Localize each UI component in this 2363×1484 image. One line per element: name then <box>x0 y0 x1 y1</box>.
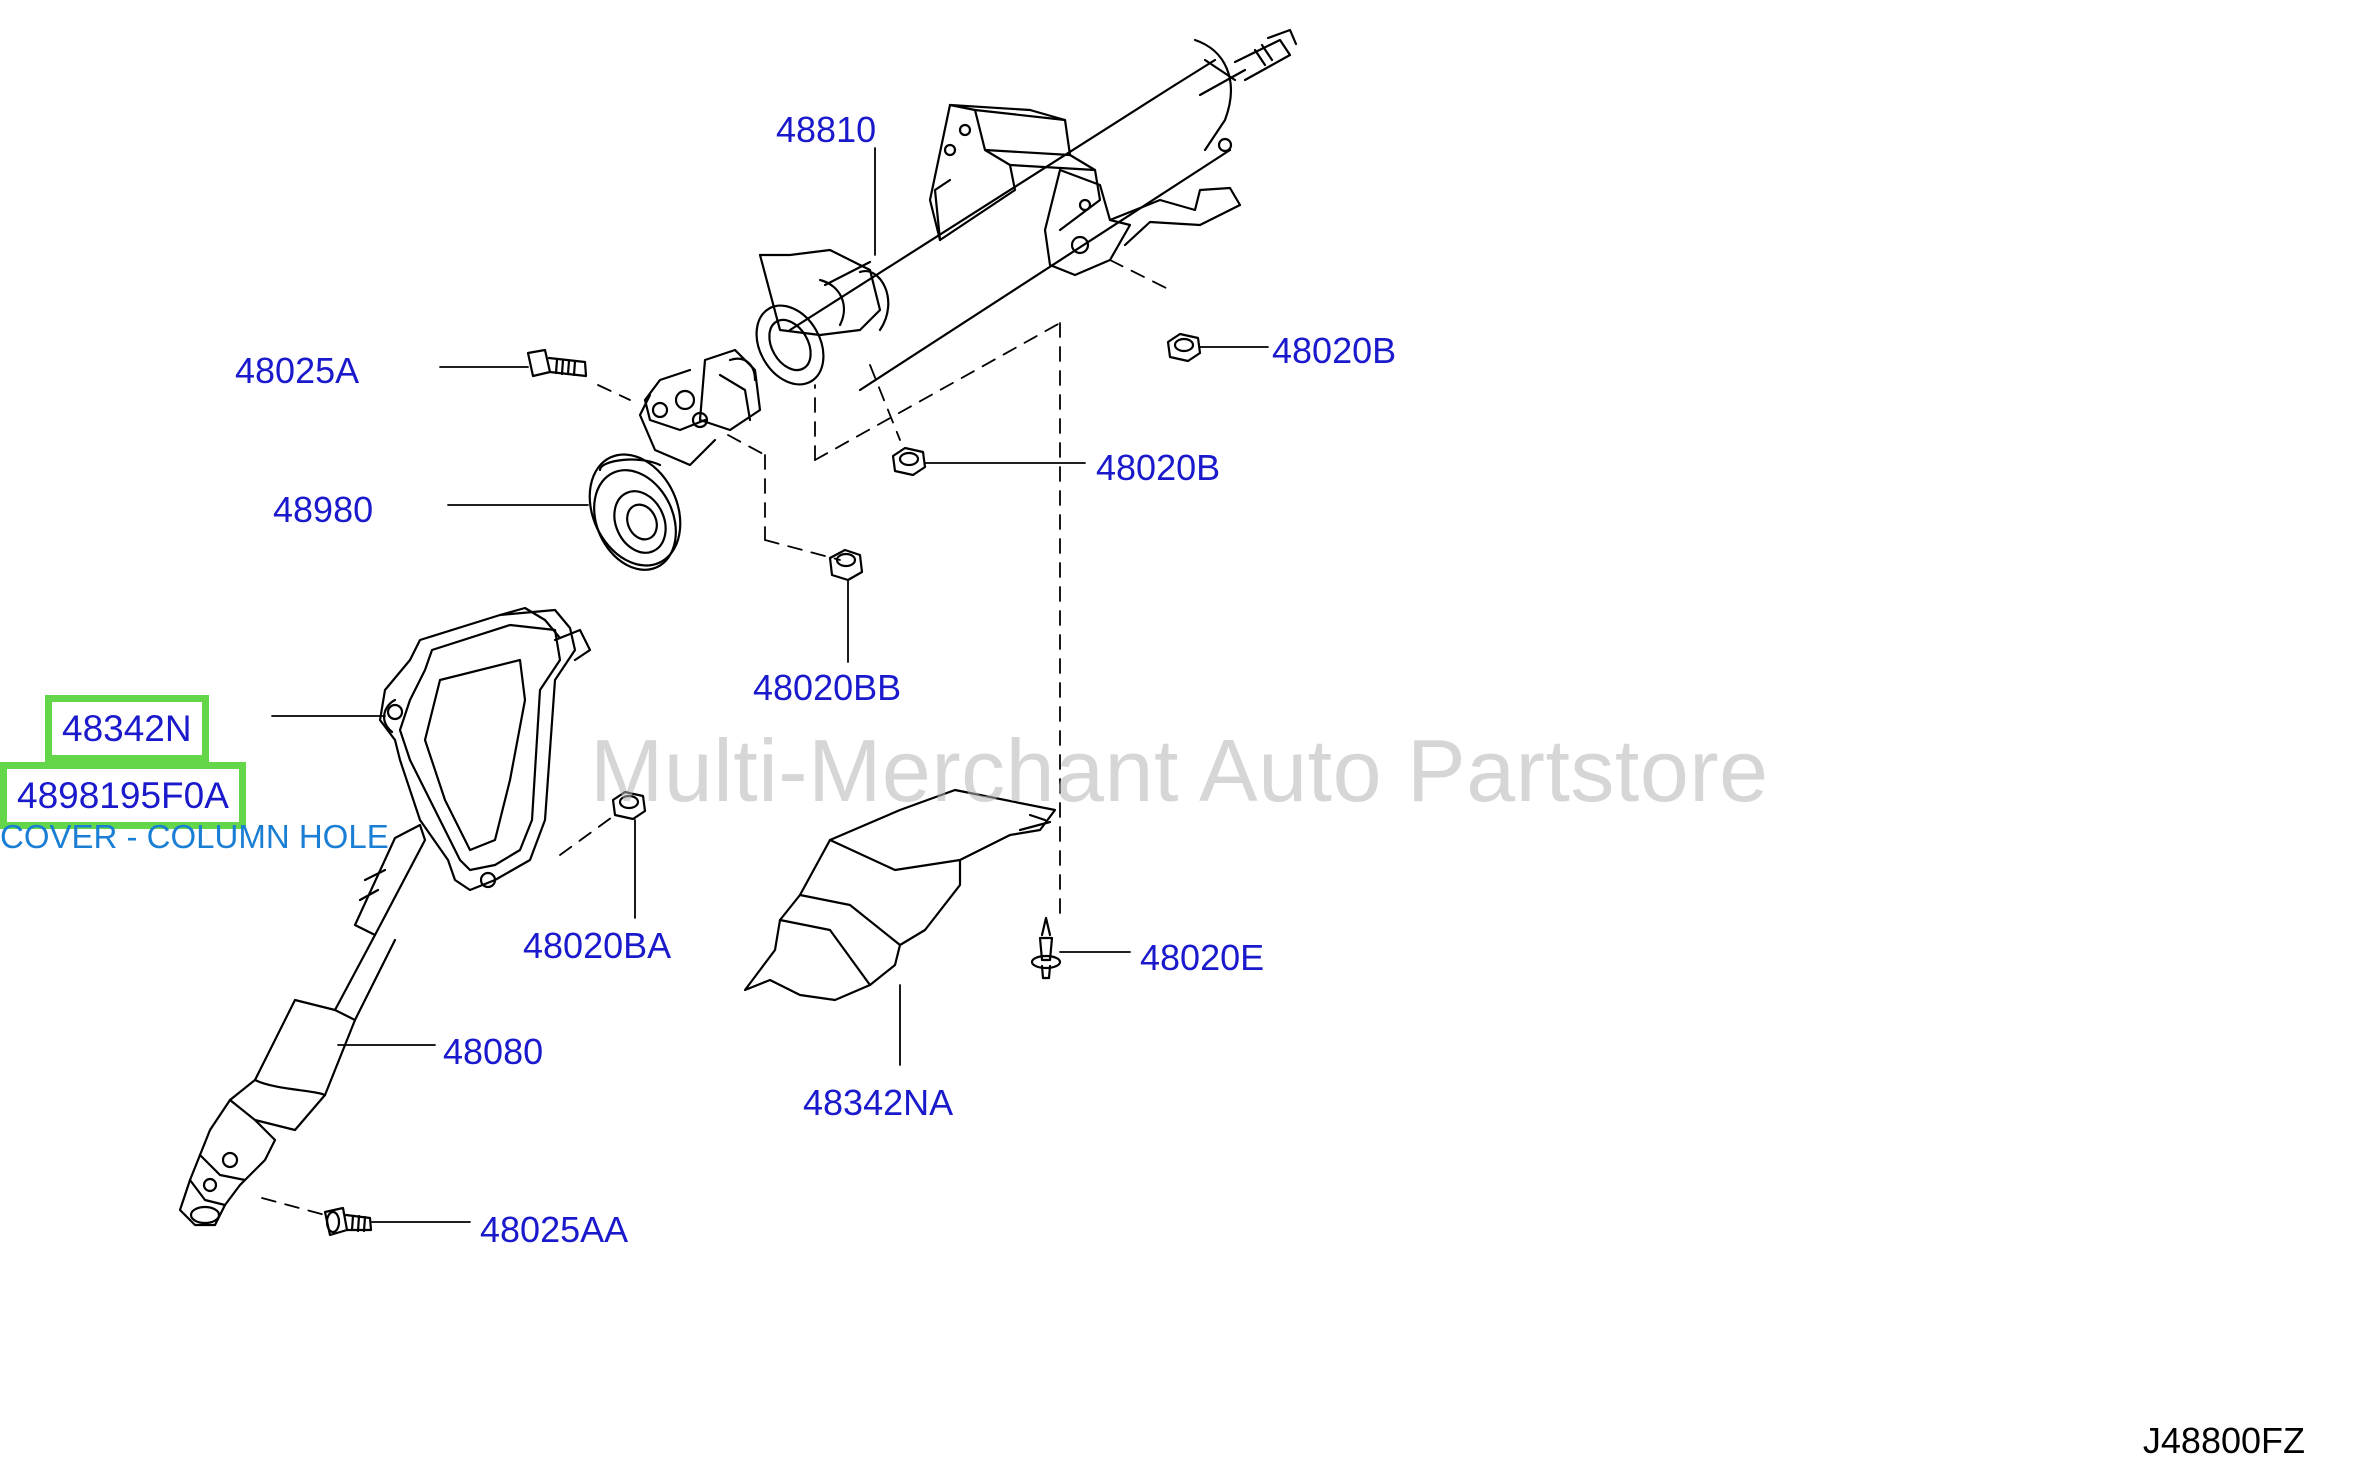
heat-shield-48342NA <box>743 788 1057 1002</box>
nut-48020BA <box>611 790 647 821</box>
bolt-48025A <box>526 348 588 378</box>
nut-48020BB <box>828 548 864 582</box>
cover-column-hole-48342N <box>378 606 592 892</box>
label-48025A: 48025A <box>235 350 360 391</box>
label-48810: 48810 <box>776 109 877 150</box>
label-48025AA: 48025AA <box>480 1209 629 1250</box>
highlighted-oem-number[interactable]: 4898195F0A <box>0 762 246 829</box>
label-48020E: 48020E <box>1140 937 1265 978</box>
bushing-48980 <box>588 453 682 571</box>
intermediate-shaft-48080 <box>178 823 427 1227</box>
label-48020BB: 48020BB <box>753 667 902 708</box>
label-48020B-mid: 48020B <box>1096 447 1221 488</box>
nut-48020B-top <box>1166 332 1202 363</box>
leader-lines <box>271 147 1269 1223</box>
bolt-48025AA <box>323 1206 373 1237</box>
label-48342NA: 48342NA <box>803 1082 954 1123</box>
steering-column-48810 <box>638 28 1298 467</box>
dashed-lines <box>261 259 1171 1216</box>
watermark: Multi-Merchant Auto Partstore <box>590 721 1769 820</box>
part-description: COVER - COLUMN HOLE <box>0 818 389 855</box>
diagram-code: J48800FZ <box>2142 1420 2305 1461</box>
clip-48020E <box>1030 916 1062 980</box>
label-48980: 48980 <box>273 489 374 530</box>
highlighted-part-number[interactable]: 48342N <box>45 695 209 762</box>
label-48020B-top: 48020B <box>1272 330 1397 371</box>
label-48080: 48080 <box>443 1031 544 1072</box>
nut-48020B-mid <box>891 446 927 477</box>
label-48020BA: 48020BA <box>523 925 672 966</box>
